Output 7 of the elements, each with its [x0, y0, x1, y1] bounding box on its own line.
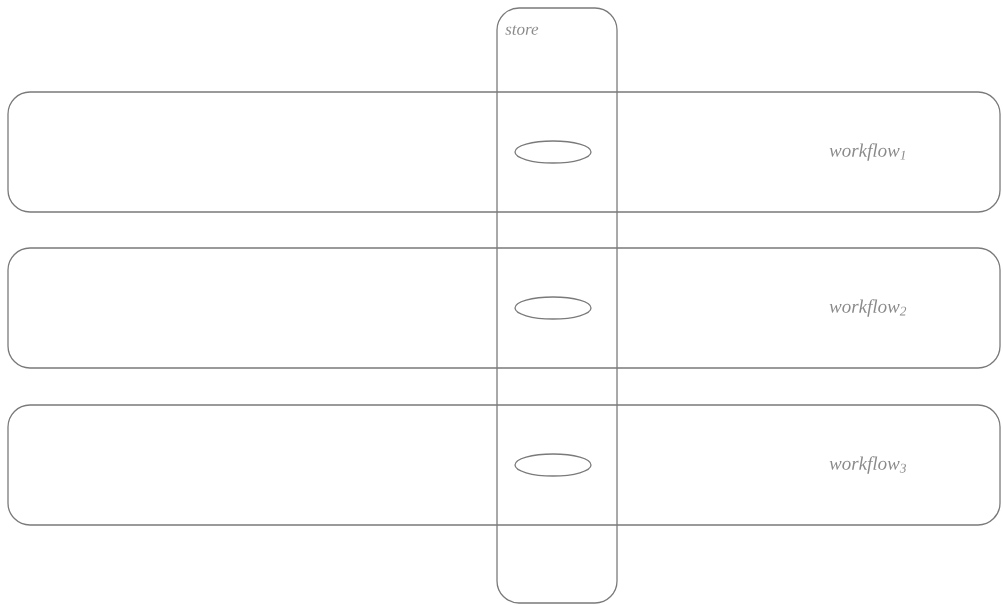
ellipse-shape	[514, 140, 592, 164]
column-band: store	[496, 7, 618, 604]
ellipse-shape	[514, 453, 592, 477]
row-band: workflow$_{2}$	[7, 247, 1001, 369]
row-band: workflow$_{1}$	[7, 91, 1001, 213]
row-band: workflow$_{3}$	[7, 404, 1001, 526]
ellipse-shape	[514, 296, 592, 320]
